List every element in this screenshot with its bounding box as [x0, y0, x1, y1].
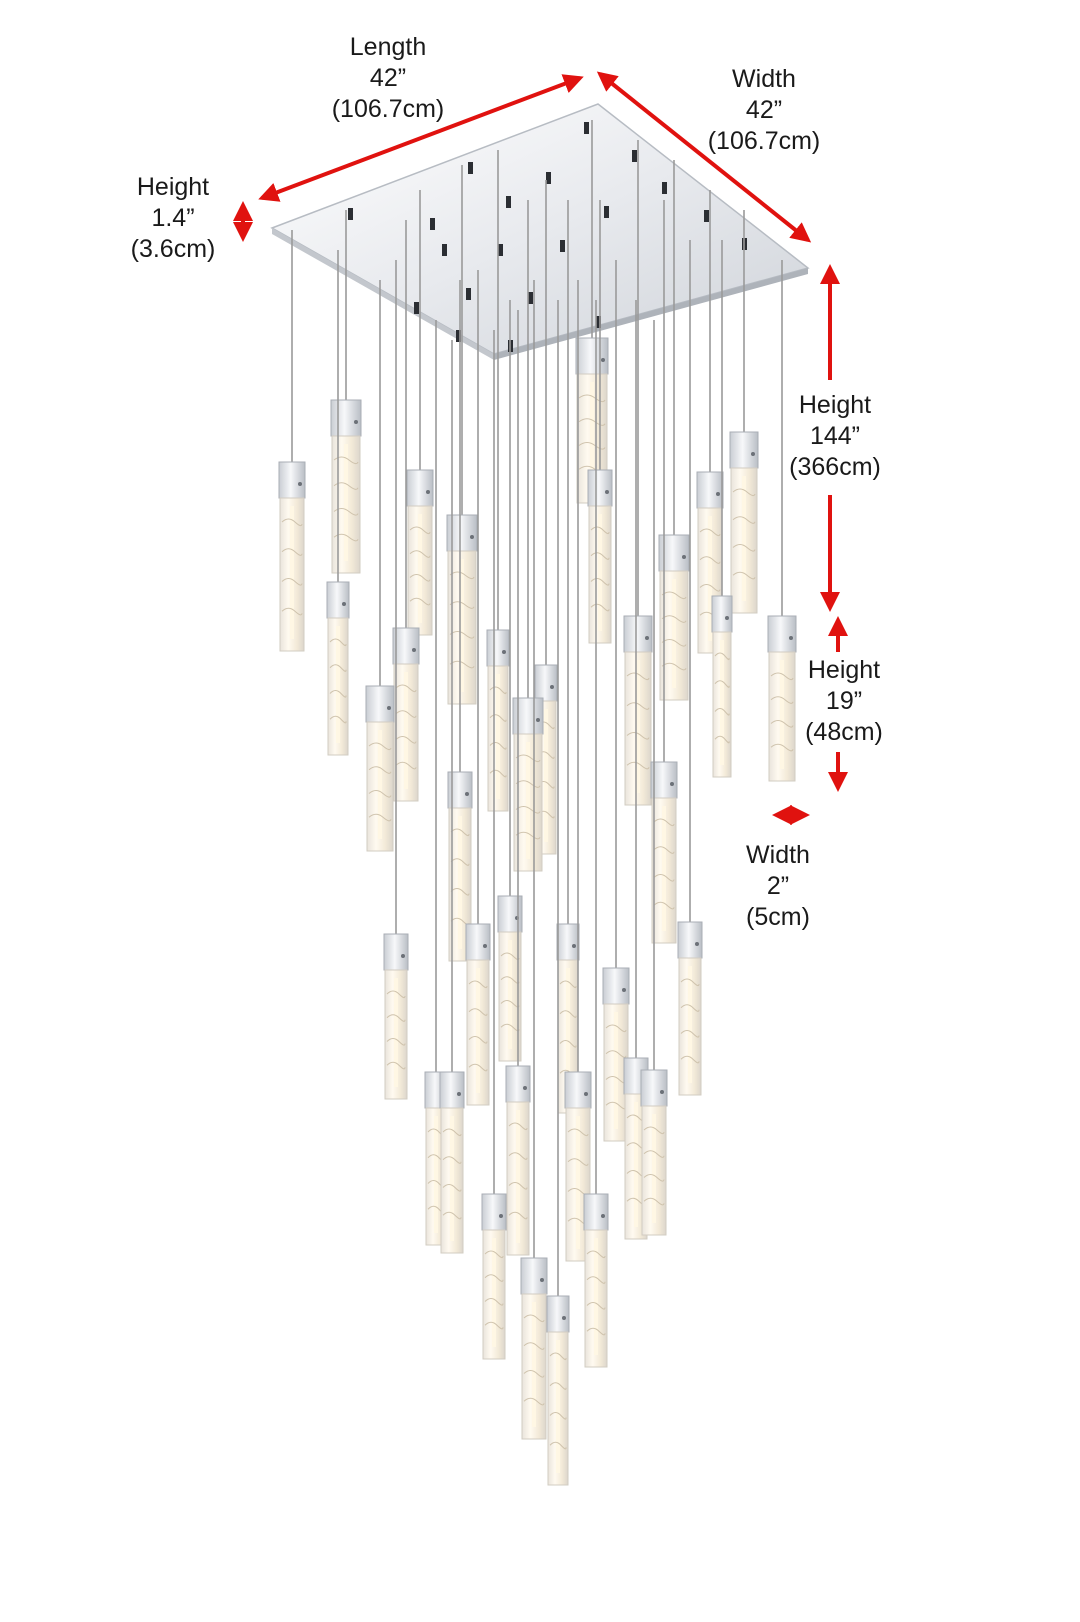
crystal-pendant-icon [587, 469, 613, 644]
mounting-block [506, 196, 511, 208]
crystal-pendant-icon [481, 1193, 507, 1360]
overall-height-metric: (366cm) [789, 453, 881, 481]
length-inches: 42” [369, 64, 407, 92]
crystal-pendant-icon [383, 933, 409, 1100]
crystal-pendant-icon [729, 431, 759, 614]
length-name: Length [349, 33, 427, 61]
pendant-height-label: Height 19” (48cm) [784, 655, 904, 748]
canopy-height-metric: (3.6cm) [130, 235, 216, 263]
pendant-height-metric: (48cm) [805, 718, 883, 746]
mounting-block [560, 240, 565, 252]
mounting-block [632, 150, 637, 162]
mounting-block [584, 122, 589, 134]
crystal-pendants [278, 120, 797, 1486]
crystal-pendant-icon [505, 1065, 531, 1256]
overall-height-label: Height 144” (366cm) [770, 390, 900, 483]
crystal-pendant-icon [406, 469, 434, 636]
crystal-pendant-icon [640, 1069, 668, 1236]
pendant-width-label: Width 2” (5cm) [718, 840, 838, 933]
width-arrow [596, 71, 812, 243]
mounting-block [430, 218, 435, 230]
length-arrow [258, 74, 584, 202]
dimension-arrows [233, 71, 848, 825]
mounting-block [498, 244, 503, 256]
crystal-pendant-icon [439, 1071, 465, 1254]
crystal-pendant-icon [583, 1193, 609, 1368]
pendant-width-name: Width [746, 841, 810, 869]
crystal-pendant-icon [520, 1257, 548, 1440]
crystal-pendant-icon [392, 627, 420, 802]
pendant-height-inches: 19” [825, 687, 863, 715]
mounting-block [528, 292, 533, 304]
crystal-pendant-icon [278, 461, 306, 652]
canopy-height-label: Height 1.4” (3.6cm) [108, 172, 238, 265]
crystal-pendant-icon [711, 595, 733, 778]
mounting-block [704, 210, 709, 222]
overall-height-inches: 144” [809, 422, 861, 450]
crystal-pendant-icon [486, 629, 510, 812]
crystal-pendant-icon [677, 921, 703, 1096]
crystal-pendant-icon [326, 581, 350, 756]
width-label: Width 42” (106.7cm) [694, 64, 834, 157]
mounting-block [596, 316, 601, 328]
mounting-block [414, 302, 419, 314]
mounting-block [604, 206, 609, 218]
crystal-pendant-icon [365, 685, 395, 852]
mounting-block [348, 208, 353, 220]
crystal-pendant-icon [497, 895, 523, 1062]
length-label: Length 42” (106.7cm) [318, 32, 458, 125]
pendant-height-name: Height [807, 656, 881, 684]
crystal-pendant-icon [546, 1295, 570, 1486]
crystal-pendant-icon [623, 615, 653, 806]
crystal-pendant-icon [465, 923, 491, 1106]
width-inches: 42” [745, 96, 783, 124]
width-name: Width [732, 65, 796, 93]
crystal-pendant-icon [767, 615, 797, 782]
canopy-height-name: Height [136, 173, 210, 201]
pendant-width-inches: 2” [766, 872, 790, 900]
mounting-block [442, 244, 447, 256]
mounting-block [662, 182, 667, 194]
width-metric: (106.7cm) [707, 127, 821, 155]
canopy-height-inches: 1.4” [151, 204, 195, 232]
pendant-width-metric: (5cm) [746, 903, 810, 931]
length-metric: (106.7cm) [331, 95, 445, 123]
crystal-pendant-icon [330, 399, 362, 574]
mounting-block [456, 330, 461, 342]
mounting-block [466, 288, 471, 300]
mounting-block [468, 162, 473, 174]
overall-height-name: Height [798, 391, 872, 419]
crystal-pendant-icon [650, 761, 678, 944]
